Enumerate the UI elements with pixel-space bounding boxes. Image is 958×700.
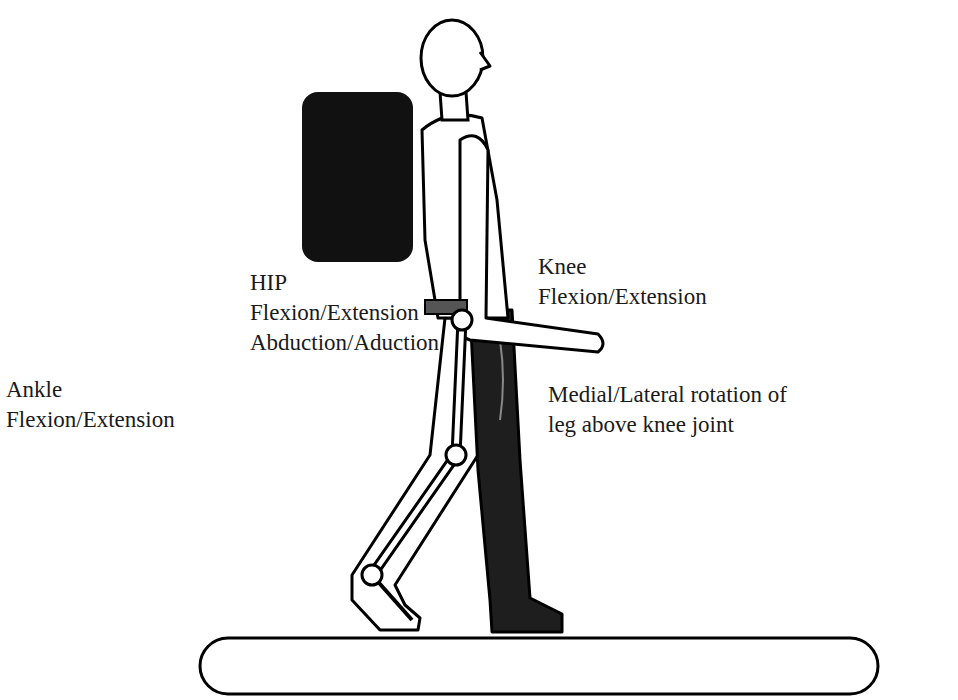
head bbox=[421, 20, 483, 96]
leg-shading bbox=[500, 340, 503, 420]
joint-label: Knee Flexion/Extension bbox=[538, 252, 733, 312]
arm bbox=[460, 136, 603, 352]
joint-label: Medial/Lateral rotation of leg above kne… bbox=[548, 380, 806, 440]
joint-label: HIP Flexion/Extension Abduction/Aduction bbox=[250, 268, 450, 358]
joint-label: Ankle Flexion/Extension bbox=[6, 375, 201, 435]
front-leg bbox=[470, 310, 562, 632]
treadmill bbox=[200, 638, 878, 694]
knee-joint bbox=[446, 445, 466, 465]
nose bbox=[480, 52, 490, 70]
hip-joint bbox=[452, 310, 472, 330]
backpack bbox=[302, 92, 413, 262]
rear-leg bbox=[352, 318, 492, 630]
ankle-joint bbox=[362, 565, 382, 585]
